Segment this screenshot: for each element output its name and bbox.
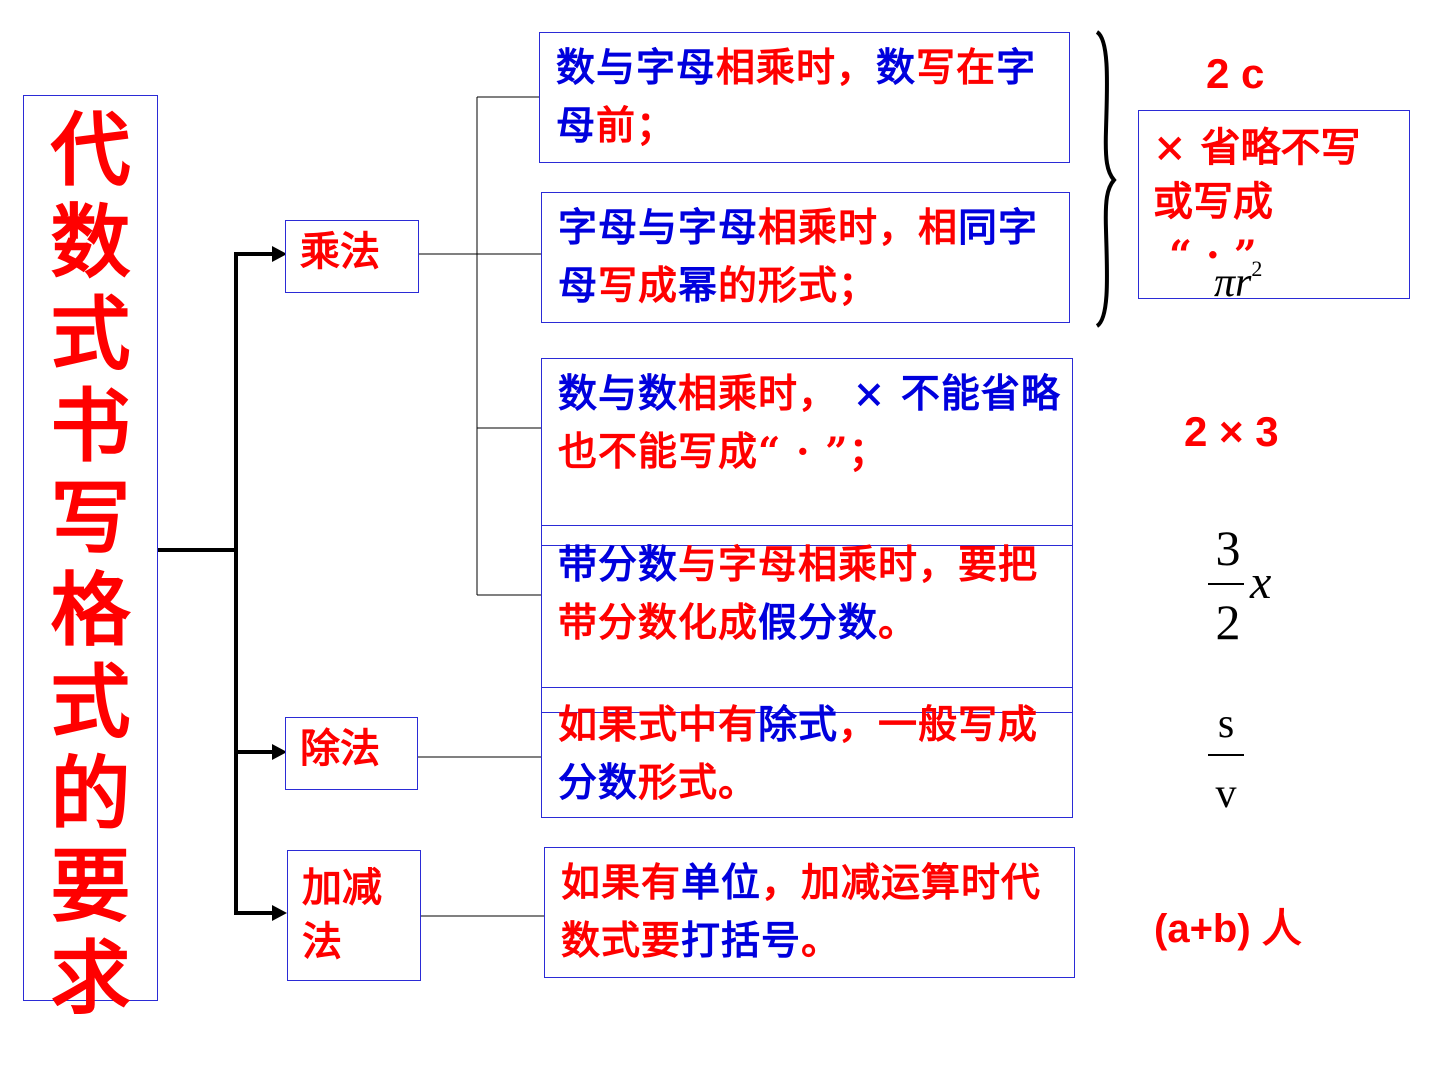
title-char: 代 (50, 103, 131, 197)
main-title: 代数式书写格式的要求 (24, 96, 157, 1022)
pi-r-squared: πr2 (1214, 256, 1262, 307)
rule-segment: 相乘时，相 (758, 205, 959, 251)
rule-segment: 前； (596, 103, 677, 149)
rule-segment: 写成 (958, 702, 1039, 748)
rule-letter-letter: 字母与字母相乘时，相同字母写成幂的形式； (541, 192, 1070, 323)
rule-segment: 字母 (556, 45, 1037, 149)
curly-brace (1095, 30, 1117, 328)
note-line-2: 或写成 (1153, 178, 1273, 225)
rule-segment: 形式。 (638, 760, 759, 806)
title-char: 求 (50, 931, 131, 1025)
rule-segment: 与字母相乘时， (678, 542, 959, 588)
rule-segment: 如果式中有 (558, 702, 759, 748)
sv-bar (1208, 754, 1244, 756)
category-division: 除法 (285, 717, 418, 790)
rule-text-3: 数与数相乘时， × 不能省略也不能写成“ · ”； (542, 359, 1072, 481)
title-char: 式 (50, 287, 131, 381)
fraction-bar (1208, 583, 1244, 585)
rule-segment: 打括号 (681, 918, 802, 964)
rule-segment: 如果有 (561, 860, 682, 906)
rule-segment: 时代数式要 (561, 860, 1042, 964)
rule-text-1: 数与字母相乘时，数写在字母前； (540, 33, 1069, 155)
sv-denominator: v (1215, 771, 1237, 817)
title-char: 写 (50, 471, 131, 565)
example-2c: 2 c (1206, 50, 1265, 97)
rule-segment: × 不 (838, 371, 941, 417)
rule-segment: 。 (878, 600, 919, 646)
rule-number-letter: 数与字母相乘时，数写在字母前； (539, 32, 1070, 163)
title-char: 书 (50, 379, 131, 473)
note-box: × 省略不写 或写成 “ · ” (1138, 110, 1410, 299)
category-label-addsub-2: 法 (302, 918, 342, 965)
rule-text-2: 字母与字母相乘时，相同字母写成幂的形式； (542, 193, 1069, 315)
title-char: 格 (50, 563, 131, 657)
main-title-box: 代数式书写格式的要求 (23, 95, 158, 1022)
category-label-addsub-1: 加减 (302, 864, 382, 911)
rule-segment: 能省略 (940, 371, 1061, 417)
rule-segment: 字母 (558, 205, 1039, 309)
rule-segment: 的形式； (718, 263, 879, 309)
rule-segment: 也不能写成“ · ” (558, 429, 849, 475)
rule-segment: 写在 (916, 45, 997, 91)
sv-numerator: s (1217, 701, 1235, 747)
fraction-variable: x (1250, 556, 1272, 609)
category-multiplication: 乘法 (285, 220, 419, 293)
rule-segment: 幂 (678, 263, 719, 309)
rule-text-6: 如果有单位，加减运算时代数式要打括号。 (545, 848, 1074, 970)
category-addsub: 加减 法 (287, 850, 421, 981)
rule-mixed-number: 带分数与字母相乘时，要把带分数化成假分数。 (541, 525, 1073, 713)
rule-segment: 数与字母 (556, 45, 717, 91)
rule-text-4: 带分数与字母相乘时，要把带分数化成假分数。 (542, 526, 1072, 652)
rule-number-number: 数与数相乘时， × 不能省略也不能写成“ · ”； (541, 358, 1073, 546)
rule-segment: ，一般 (838, 702, 959, 748)
rule-division: 如果式中有除式，一般写成分数形式。 (541, 687, 1073, 818)
rule-segment: 除式 (758, 702, 839, 748)
note-line-1: × 省略不写 (1153, 124, 1361, 171)
rule-text-5: 如果式中有除式，一般写成分数形式。 (542, 688, 1072, 812)
rule-segment: 字母与字母 (558, 205, 759, 251)
title-char: 的 (50, 747, 131, 841)
example-ab-people: (a+b) 人 (1154, 907, 1302, 951)
rule-segment: ，加减运算 (761, 860, 962, 906)
category-label-multiplication: 乘法 (300, 228, 380, 275)
rule-segment: 单位 (681, 860, 762, 906)
pi-r-text: πr (1214, 260, 1252, 306)
rule-segment: 假分数 (758, 600, 879, 646)
example-2x3: 2 × 3 (1184, 408, 1279, 455)
rule-segment: 同 (958, 205, 999, 251)
rule-segment: 数 (876, 45, 917, 91)
title-char: 数 (50, 195, 131, 289)
note-line-3: “ · ” (1169, 232, 1257, 279)
pi-r-exponent: 2 (1251, 256, 1263, 281)
rule-segment: 数与数 (558, 371, 679, 417)
rule-segment: 分数 (558, 760, 639, 806)
rule-segment: 相乘时， (716, 45, 877, 91)
rule-addsub: 如果有单位，加减运算时代数式要打括号。 (544, 847, 1075, 978)
rule-segment: 。 (801, 918, 842, 964)
category-label-division: 除法 (300, 725, 380, 772)
fraction-numerator: 3 (1215, 520, 1241, 576)
fraction-denominator: 2 (1215, 594, 1241, 650)
title-char: 要 (50, 839, 131, 933)
rule-segment: 相乘时， (678, 371, 839, 417)
rule-segment: 要把带分数化成 (558, 542, 1039, 646)
title-char: 式 (50, 655, 131, 749)
rule-segment: 写成 (598, 263, 679, 309)
rule-segment: 带分数 (558, 542, 679, 588)
rule-segment: ； (848, 429, 889, 475)
